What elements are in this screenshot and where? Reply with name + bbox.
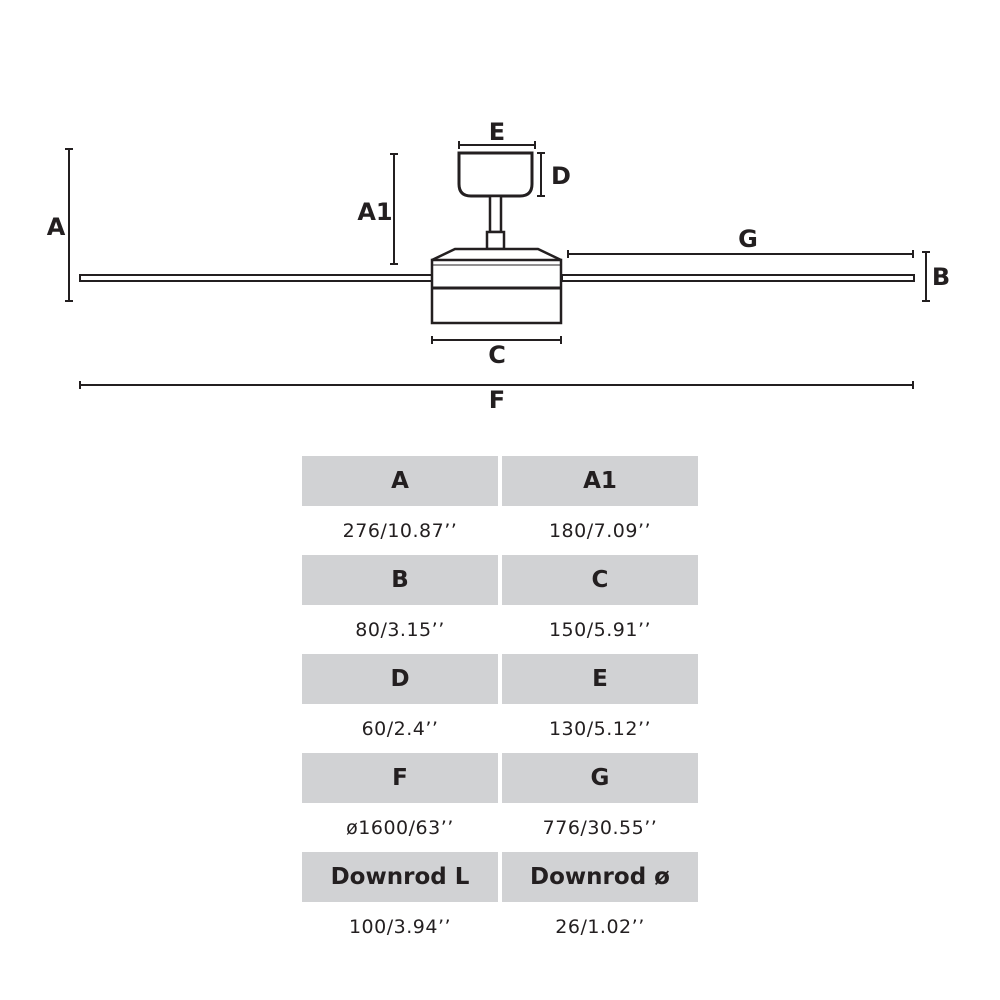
table-value-row: 100/3.94’’ 26/1.02’’ bbox=[302, 902, 698, 951]
table-value-cell: ø1600/63’’ bbox=[346, 816, 454, 839]
label-e: E bbox=[489, 118, 505, 146]
dimension-line-e bbox=[458, 141, 536, 149]
ceiling-canopy bbox=[457, 151, 534, 198]
table-value-cell: 150/5.91’’ bbox=[548, 618, 652, 641]
table-header-row: D E bbox=[302, 654, 698, 704]
label-a: A bbox=[47, 213, 66, 241]
dimension-line-a bbox=[65, 148, 73, 302]
table-header-cell: A1 bbox=[502, 456, 698, 506]
table-header-cell: F bbox=[302, 753, 498, 803]
label-f: F bbox=[489, 386, 505, 414]
table-value-cell: 776/30.55’’ bbox=[542, 816, 658, 839]
table-header-cell: C bbox=[502, 555, 698, 605]
dimensions-table: A A1 276/10.87’’ 180/7.09’’ B C 80/3.15’… bbox=[302, 456, 698, 951]
table-value-cell: 60/2.4’’ bbox=[361, 717, 439, 740]
table-header-cell: D bbox=[302, 654, 498, 704]
table-header-row: F G bbox=[302, 753, 698, 803]
table-header-row: B C bbox=[302, 555, 698, 605]
table-value-cell: 80/3.15’’ bbox=[355, 618, 445, 641]
table-header-cell: G bbox=[502, 753, 698, 803]
table-value-row: 276/10.87’’ 180/7.09’’ bbox=[302, 506, 698, 555]
label-b: B bbox=[932, 263, 950, 291]
downrod-coupler bbox=[485, 230, 506, 251]
table-value-cell: 100/3.94’’ bbox=[348, 915, 452, 938]
table-value-cell: 180/7.09’’ bbox=[548, 519, 652, 542]
table-header-cell: E bbox=[502, 654, 698, 704]
label-a1: A1 bbox=[357, 198, 392, 226]
table-value-row: ø1600/63’’ 776/30.55’’ bbox=[302, 803, 698, 852]
dimension-line-d bbox=[537, 152, 545, 197]
dimension-line-g bbox=[567, 250, 914, 258]
downrod bbox=[488, 194, 503, 234]
label-d: D bbox=[551, 162, 571, 190]
table-value-cell: 130/5.12’’ bbox=[548, 717, 652, 740]
left-blade bbox=[79, 274, 433, 282]
right-blade bbox=[561, 274, 915, 282]
label-g: G bbox=[738, 225, 758, 253]
table-value-row: 60/2.4’’ 130/5.12’’ bbox=[302, 704, 698, 753]
table-header-cell: Downrod ø bbox=[502, 852, 698, 902]
table-header-cell: B bbox=[302, 555, 498, 605]
motor-housing bbox=[430, 247, 563, 325]
dimension-line-f bbox=[79, 381, 914, 389]
table-value-cell: 276/10.87’’ bbox=[342, 519, 458, 542]
fan-dimension-diagram: A A1 E D G B C F bbox=[47, 118, 950, 414]
dimension-line-b bbox=[922, 251, 930, 302]
table-header-cell: A bbox=[302, 456, 498, 506]
label-c: C bbox=[488, 341, 506, 369]
table-header-row: Downrod L Downrod ø bbox=[302, 852, 698, 902]
table-header-row: A A1 bbox=[302, 456, 698, 506]
table-value-row: 80/3.15’’ 150/5.91’’ bbox=[302, 605, 698, 654]
table-value-cell: 26/1.02’’ bbox=[555, 915, 645, 938]
dimension-line-c bbox=[431, 336, 562, 344]
table-header-cell: Downrod L bbox=[302, 852, 498, 902]
dimension-line-a1 bbox=[390, 153, 398, 265]
